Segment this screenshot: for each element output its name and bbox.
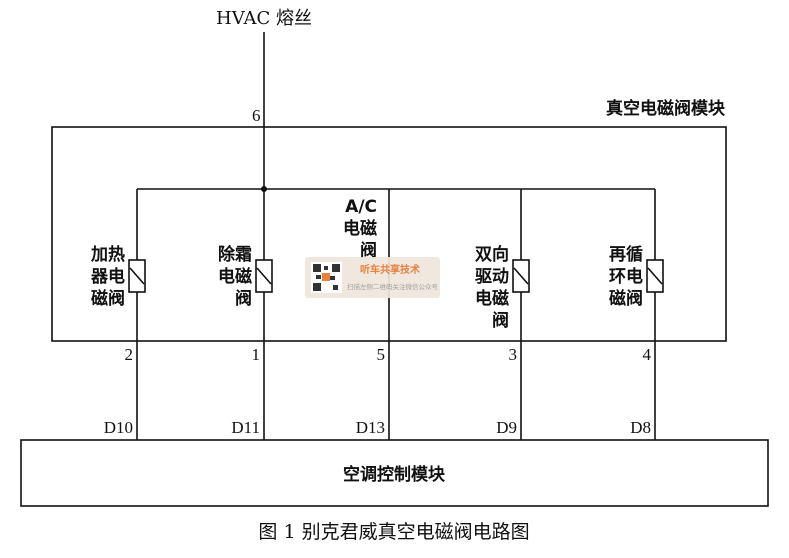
module-pin: 4 <box>643 345 652 364</box>
valve-label: 除霜 <box>218 244 252 265</box>
ac-control-module <box>20 439 769 507</box>
valve-label: 阀 <box>360 240 377 261</box>
watermark-subtitle: 扫描左侧二维码关注微信公众号 <box>347 282 439 291</box>
terminal-label: D13 <box>356 418 385 437</box>
module-pin: 3 <box>509 345 518 364</box>
valve-label: 阀 <box>235 288 252 309</box>
watermark: 听车共享技术 扫描左侧二维码关注微信公众号 <box>305 257 440 298</box>
valve-label: 器电 <box>90 266 125 287</box>
fuse-label: HVAC 熔丝 <box>216 8 312 29</box>
valve-label: A/C <box>345 197 377 217</box>
module-pin: 5 <box>377 345 386 364</box>
feed-pin: 6 <box>252 106 261 125</box>
valve-label: 磁阀 <box>609 288 643 309</box>
solenoid-slash <box>647 267 663 285</box>
terminal-label: D10 <box>104 418 133 437</box>
valve-label: 加热 <box>90 244 125 265</box>
module-pin: 1 <box>252 345 261 364</box>
valve-label: 再循 <box>609 244 643 265</box>
valve-label: 电磁 <box>343 218 377 239</box>
terminal-label: D11 <box>231 418 260 437</box>
solenoid-slash <box>256 267 272 285</box>
solenoid-slash <box>513 267 529 285</box>
terminal-label: D8 <box>630 418 651 437</box>
valve-label: 驱动 <box>475 267 509 287</box>
control-module-label: 空调控制模块 <box>343 464 446 485</box>
valve-label: 环电 <box>609 266 643 287</box>
valve-label: 磁阀 <box>91 288 125 309</box>
module-pin: 2 <box>125 345 134 364</box>
module-title: 真空电磁阀模块 <box>606 98 726 119</box>
valve-label: 电磁 <box>218 266 252 287</box>
valve-label: 阀 <box>492 310 509 331</box>
solenoid-slash <box>129 267 145 285</box>
terminal-label: D9 <box>496 418 517 437</box>
valve-label: 双向 <box>475 244 509 265</box>
figure-caption: 图 1 别克君威真空电磁阀电路图 <box>258 521 529 543</box>
valve-label: 电磁 <box>475 288 509 309</box>
watermark-title: 听车共享技术 <box>360 263 420 276</box>
